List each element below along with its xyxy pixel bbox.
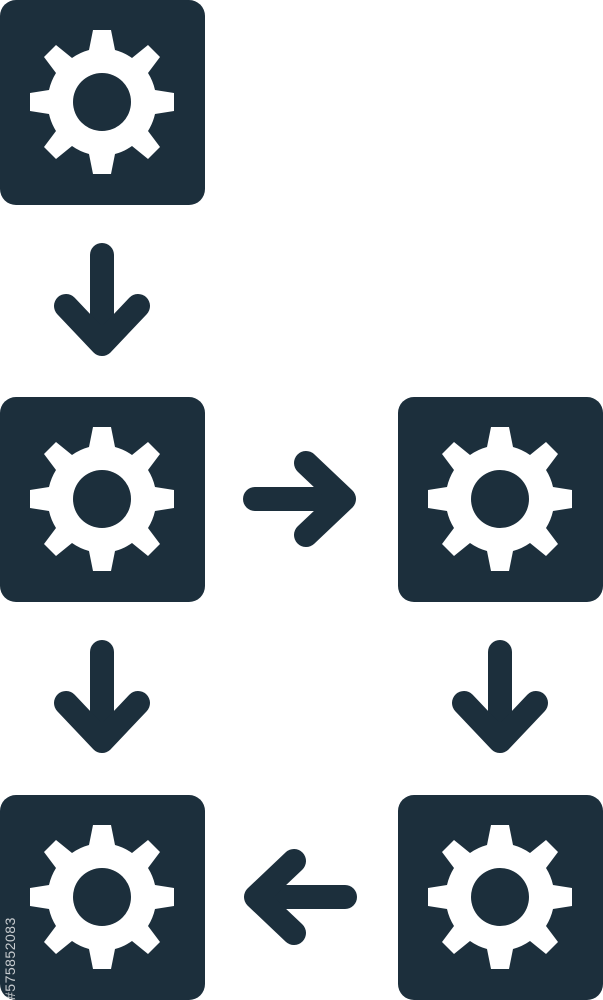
gear-icon <box>428 427 572 571</box>
node-middle-left <box>0 397 205 602</box>
node-top-left <box>0 0 205 205</box>
gear-icon <box>30 427 174 571</box>
arrow-left-icon <box>244 849 357 945</box>
node-bottom-right <box>398 795 603 1000</box>
gear-icon <box>30 825 174 969</box>
gear-icon <box>428 825 572 969</box>
node-bottom-left <box>0 795 205 1000</box>
arrow-right-icon <box>243 451 356 547</box>
node-middle-right <box>398 397 603 602</box>
arrow-down-icon <box>452 640 548 753</box>
arrow-down-icon <box>54 640 150 753</box>
arrow-down-icon <box>54 243 150 356</box>
stock-watermark-id: #575852083 <box>2 917 18 1000</box>
gear-icon <box>30 30 174 174</box>
